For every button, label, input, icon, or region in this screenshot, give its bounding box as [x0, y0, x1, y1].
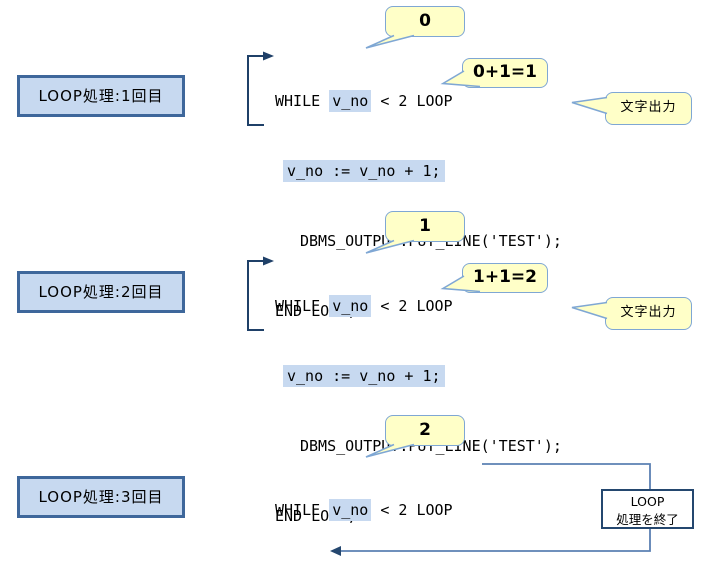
code-line-increment: v_no := v_no + 1;	[283, 160, 562, 183]
calc-callout-section2: 1+1=2	[462, 263, 548, 293]
loop-end-box: LOOP 処理を終了	[601, 489, 694, 529]
code-line-increment: v_no := v_no + 1;	[283, 365, 562, 388]
variable-highlight: v_no	[329, 89, 372, 112]
section3-label: LOOP処理:3回目	[17, 476, 185, 518]
code-while-post: < 2 LOOP	[371, 296, 453, 315]
code-line-while: WHILE v_no < 2 LOOP	[275, 294, 562, 318]
section1-code: WHILE v_no < 2 LOOP v_no := v_no + 1; DB…	[275, 43, 562, 371]
counter-callout-section2: 1	[385, 211, 465, 242]
section2-label: LOOP処理:2回目	[17, 271, 185, 313]
code-while-pre: WHILE	[275, 91, 330, 110]
code-while-post: < 2 LOOP	[371, 91, 453, 110]
code-line-output: DBMS_OUTPUT.PUT_LINE('TEST');	[300, 437, 562, 456]
counter-callout-section3: 2	[385, 415, 465, 446]
loop-back-arrowhead-section1	[263, 51, 274, 61]
variable-highlight: v_no	[329, 294, 372, 317]
output-callout-section1: 文字出力	[605, 92, 692, 125]
code-while-pre: WHILE	[275, 500, 330, 519]
code-while-pre: WHILE	[275, 296, 330, 315]
calc-callout-section1: 0+1=1	[462, 58, 548, 88]
loop-back-arrowhead-section2	[263, 256, 274, 266]
increment-highlight: v_no := v_no + 1;	[283, 365, 445, 388]
section2-code: WHILE v_no < 2 LOOP v_no := v_no + 1; DB…	[275, 248, 562, 564]
section3-code: WHILE v_no < 2 LOOP v_no := v_no + 1; DB…	[275, 452, 562, 564]
output-callout-section2: 文字出力	[605, 297, 692, 330]
code-line-while: WHILE v_no < 2 LOOP	[275, 498, 562, 522]
code-line-while: WHILE v_no < 2 LOOP	[275, 89, 562, 113]
variable-highlight: v_no	[329, 498, 372, 521]
output-callout-tail-section1	[571, 96, 608, 115]
counter-callout-section1: 0	[385, 6, 465, 37]
output-callout-tail-section2	[571, 301, 608, 320]
section1-label: LOOP処理:1回目	[17, 75, 185, 117]
code-while-post: < 2 LOOP	[371, 500, 453, 519]
loop-end-box-line2: 処理を終了	[616, 511, 679, 527]
loop-end-box-line1: LOOP	[630, 494, 665, 509]
loop-back-arrow-section2	[247, 260, 264, 331]
increment-highlight: v_no := v_no + 1;	[283, 160, 445, 183]
loop-back-arrow-section1	[247, 55, 264, 126]
